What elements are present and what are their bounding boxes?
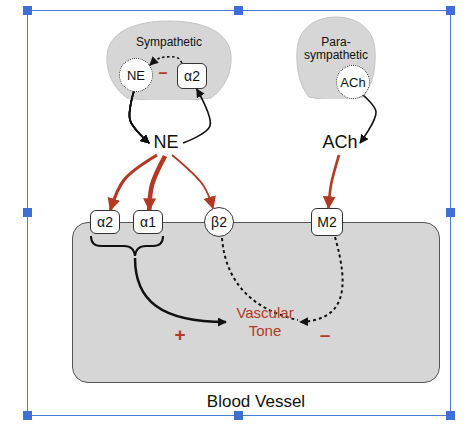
connector [150,57,182,65]
connector [110,92,157,210]
frame-handle [234,6,243,15]
connector-path [129,92,149,143]
node-label: ACh [337,66,369,98]
connector-path [129,92,149,143]
autoreceptor-box: α2 [177,63,207,89]
dilation-pathway [300,237,343,322]
vesicle-circle: ACh [336,65,370,99]
receptor-box: M2 [311,208,343,236]
node-label: Sympathetic [105,35,233,49]
transmitter-label: NE [146,131,186,153]
connector [329,95,377,208]
frame-handle [446,411,455,420]
neuron-shape [107,21,231,100]
connector-path [110,155,157,210]
node-label: Blood Vessel [72,392,440,412]
neuron-terminal: SympatheticNE α2 [105,18,233,100]
node-label: α2 [178,64,206,88]
dilation-pathway [222,238,298,320]
selection-frame [23,6,455,420]
receptor-box: α1 [133,210,163,234]
frame-handle [23,6,32,15]
frame-handle [446,6,455,15]
connector-path [129,92,149,143]
frame-handle [23,208,32,217]
blood-vessel: Blood Vesselα2α1β2M2 [72,222,440,416]
node-label: M2 [312,209,342,235]
frame-handle [23,411,32,420]
transmitter-label: ACh [318,131,362,153]
vesicle-circle: NE [119,58,153,92]
node-label: NE [120,59,152,91]
constriction-arrow [135,258,226,322]
connector-path [172,155,213,208]
connector [129,92,165,210]
neuron-terminal: Para- sympatheticACh [295,15,377,99]
vessel-wall [72,222,440,383]
receptor-brace [91,236,163,256]
connector-layer [110,57,376,210]
frame-handle [446,208,455,217]
connector-path [129,92,149,143]
connector-path [150,57,182,65]
node-label: Para- sympathetic [301,36,371,62]
node-label: α1 [134,211,162,233]
frame-handle [234,411,243,420]
connector-path [360,95,376,143]
receptor-circle: β2 [204,207,234,237]
neuron-shape [297,17,375,99]
receptor-box: α2 [90,210,120,234]
node-label: α2 [91,211,119,233]
connector [129,92,213,208]
connector-path [149,156,165,210]
node-label: β2 [205,208,233,236]
frame-border [28,11,451,416]
connector-path [183,89,210,143]
connector-path [329,155,339,208]
connector [129,89,210,143]
